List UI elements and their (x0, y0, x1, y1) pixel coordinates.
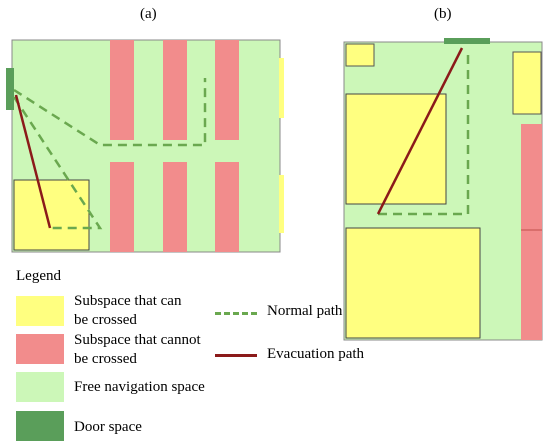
panel-a-obstacle-bottom-3 (215, 162, 239, 252)
panel-b-door (444, 38, 490, 44)
legend-sample-normal-path (215, 312, 257, 315)
legend-label-crossable-line1: Subspace that can (74, 293, 182, 309)
legend-title: Legend (16, 268, 61, 284)
panel-a-side-strip-bottom (279, 175, 284, 233)
panel-a-obstacle-bottom-1 (110, 162, 134, 252)
legend-label-crossable-line2: be crossed (74, 312, 137, 328)
panel-b-normal-path (378, 50, 470, 216)
legend-label-crossable: Subspace that can be crossed (74, 292, 181, 330)
panel-a-side-strip-top (279, 58, 284, 118)
panel-a-normal-path-2 (12, 96, 103, 230)
panel-b (343, 38, 543, 341)
panel-a (6, 39, 284, 253)
panel-a-obstacle-top-1 (110, 40, 134, 140)
legend-swatch-door-space (16, 411, 64, 441)
panel-b-small-room (345, 43, 375, 67)
panel-a-obstacle-top-3 (215, 40, 239, 140)
panel-b-right-room (512, 51, 542, 115)
panel-b-obstacle-right (521, 124, 542, 340)
legend-sample-evacuation-path (215, 354, 257, 357)
panel-a-door (6, 68, 14, 110)
legend-swatch-crossable (16, 296, 64, 326)
legend-swatch-non-crossable (16, 334, 64, 364)
panel-a-evacuation-path (14, 94, 52, 229)
panel-b-lower-room (345, 227, 481, 339)
legend-label-non-crossable-line1: Subspace that cannot (74, 332, 201, 348)
panel-b-label: (b) (434, 6, 452, 22)
panel-a-obstacle-bottom-2 (163, 162, 187, 252)
legend-label-non-crossable-line2: be crossed (74, 351, 137, 367)
panel-a-label: (a) (140, 6, 157, 22)
legend-label-free-space: Free navigation space (74, 379, 205, 395)
panel-b-evacuation-path (376, 47, 464, 215)
legend-label-evacuation-path: Evacuation path (267, 346, 365, 362)
legend-label-door-space: Door space (74, 419, 142, 435)
panel-a-normal-path-1 (13, 78, 207, 147)
panel-a-obstacle-top-2 (163, 40, 187, 140)
legend-label-non-crossable: Subspace that cannot be crossed (74, 331, 201, 369)
legend-label-normal-path: Normal path (267, 303, 343, 319)
legend-swatch-free-space (16, 372, 64, 402)
